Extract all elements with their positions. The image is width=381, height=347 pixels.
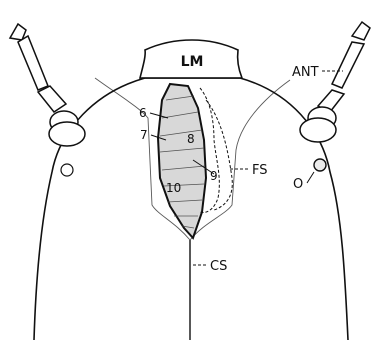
muscle-number-8: 8 [187,132,195,146]
muscle-number-6: 6 [139,106,147,120]
label-lm: LM [181,54,204,70]
right-ocellus [314,159,326,171]
left-antenna [10,24,85,146]
right-antenna [300,22,370,142]
label-cs: CS [210,259,227,274]
muscle-region [158,84,206,238]
left-ocellus [61,164,73,176]
muscle-number-7: 7 [140,128,148,142]
muscle-number-10: 10 [166,181,181,195]
muscle-number-9: 9 [210,169,218,183]
dashed-muscle-outline-2 [206,100,232,210]
label-ant: ANT [292,65,319,80]
label-o: O [293,177,303,192]
label-fs: FS [252,163,268,178]
